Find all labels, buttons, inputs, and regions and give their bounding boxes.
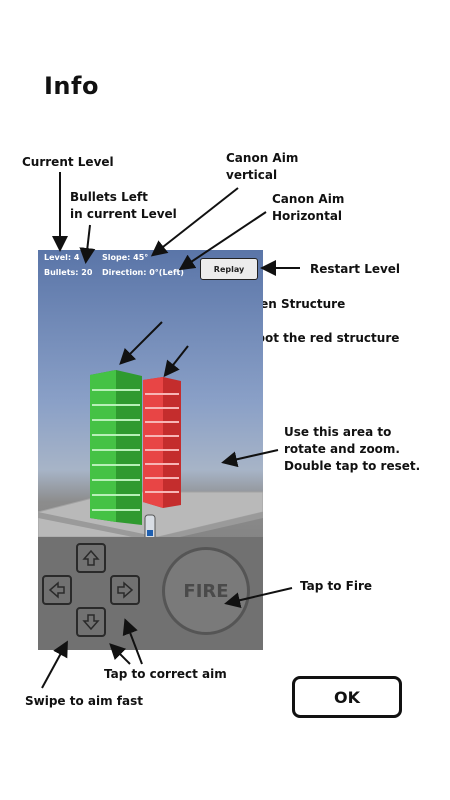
game-scene xyxy=(38,370,263,550)
arrow-down-icon xyxy=(82,614,100,631)
hud-slope: Slope: 45° xyxy=(102,253,149,262)
dpad-down-button[interactable] xyxy=(76,607,106,637)
label-swipe-aim: Swipe to aim fast xyxy=(25,694,143,708)
page-title: Info xyxy=(44,72,99,100)
hud-bullets: Bullets: 20 xyxy=(44,268,93,277)
dpad-left-button[interactable] xyxy=(42,575,72,605)
label-bullets-left: Bullets Left in current Level xyxy=(70,190,177,221)
hud-direction: Direction: 0°(Left) xyxy=(102,268,184,277)
hud-level: Level: 4 xyxy=(44,253,80,262)
replay-button[interactable]: Replay xyxy=(200,258,258,280)
game-screenshot: Level: 4 Slope: 45° Bullets: 20 Directio… xyxy=(38,250,263,650)
label-rotate-zoom: Use this area to rotate and zoom. Double… xyxy=(284,425,421,473)
label-current-level: Current Level xyxy=(22,155,114,169)
label-restart-level: Restart Level xyxy=(310,262,401,276)
arrow-right-icon xyxy=(117,581,134,599)
arrow-up-icon xyxy=(82,549,100,566)
fire-button[interactable]: FIRE xyxy=(162,547,250,635)
label-tap-correct-aim: Tap to correct aim xyxy=(104,667,227,681)
label-tap-fire: Tap to Fire xyxy=(300,579,373,593)
ok-button[interactable]: OK xyxy=(292,676,402,718)
dpad-right-button[interactable] xyxy=(110,575,140,605)
label-canon-vertical: Canon Aim vertical xyxy=(226,151,299,182)
arrow-swipe-aim xyxy=(41,640,68,689)
dpad-up-button[interactable] xyxy=(76,543,106,573)
label-canon-horizontal: Canon Aim Horizontal xyxy=(272,192,345,223)
arrow-left-icon xyxy=(48,581,65,599)
